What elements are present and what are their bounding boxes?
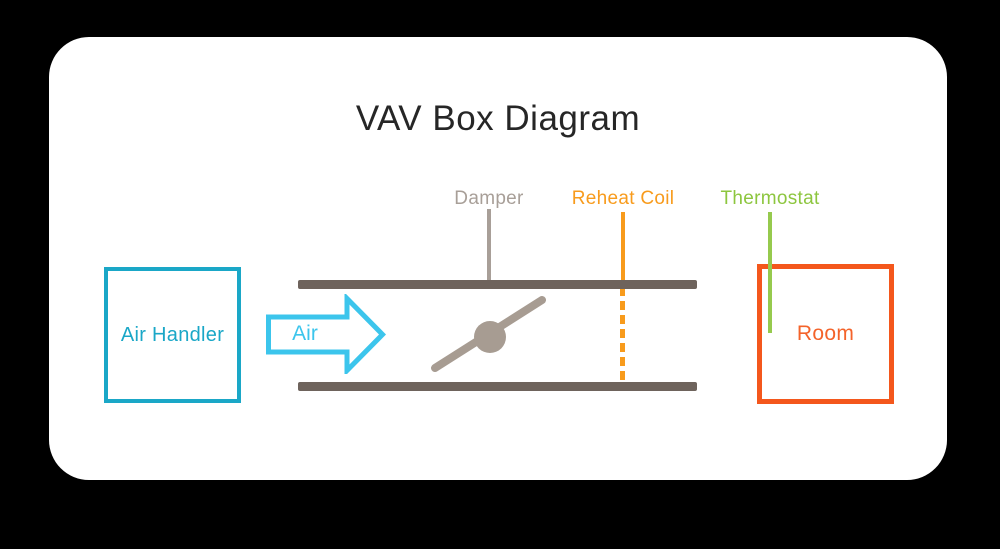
damper-label: Damper <box>454 188 524 209</box>
air-flow-arrow <box>266 294 386 374</box>
duct-and-damper-graphic <box>298 280 697 391</box>
room-box: Room <box>757 264 894 404</box>
thermostat-leader-line <box>768 212 772 333</box>
damper-leader-line <box>487 209 491 281</box>
room-label: Room <box>796 322 855 345</box>
damper-pivot <box>474 321 506 353</box>
air-flow-arrow-shape <box>266 294 386 374</box>
air-flow-label: Air <box>292 322 318 345</box>
page-title: VAV Box Diagram <box>355 99 641 138</box>
duct-top-wall <box>298 280 697 289</box>
air-handler-box: Air Handler <box>104 267 241 403</box>
thermostat-label: Thermostat <box>720 188 820 209</box>
duct-bottom-wall <box>298 382 697 391</box>
diagram-card: VAV Box Diagram Damper Reheat Coil Therm… <box>49 37 947 480</box>
reheat-coil-dashed-line <box>620 287 625 385</box>
reheat-coil-leader-line <box>621 212 625 281</box>
reheat-coil-label: Reheat Coil <box>571 188 675 209</box>
air-handler-label: Air Handler <box>120 323 225 346</box>
